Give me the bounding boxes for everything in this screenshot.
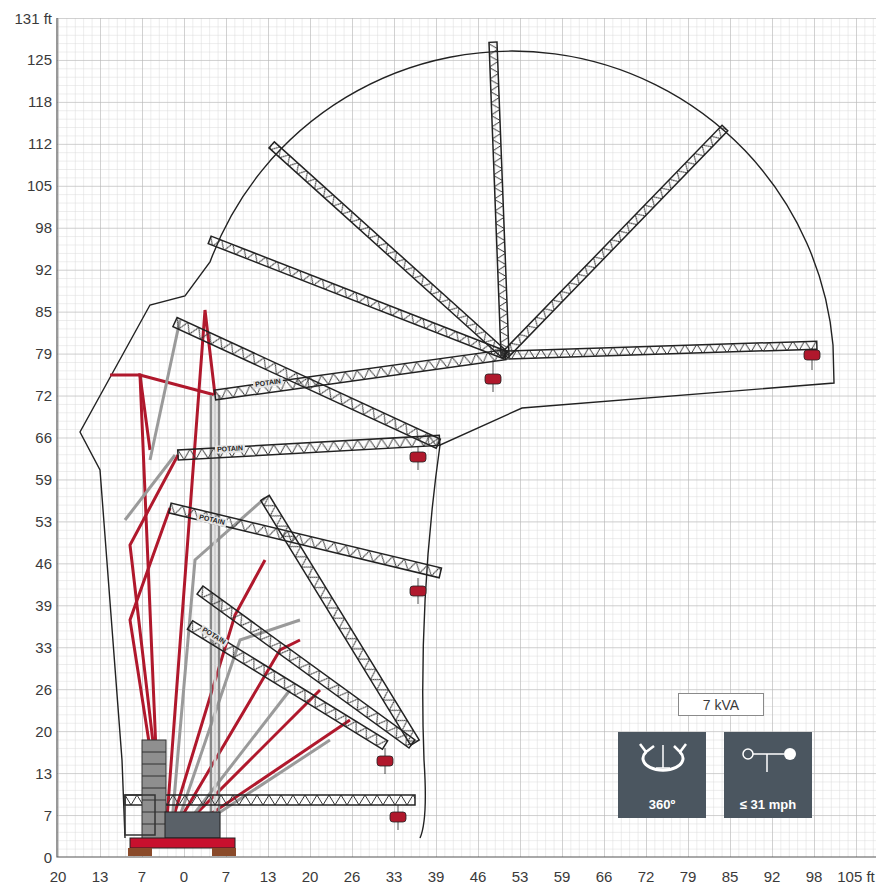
axis-label: 20 [35, 724, 52, 739]
axis-label: 98 [35, 220, 52, 235]
axis-label: 26 [344, 869, 361, 884]
axis-label: 46 [35, 556, 52, 571]
axis-label: 7 [222, 869, 230, 884]
power-box: 7 kVA [678, 693, 764, 716]
axis-label: 105 ft [837, 869, 875, 884]
axis-label: 131 ft [14, 11, 52, 26]
icon-panels [618, 732, 812, 818]
axis-label: 0 [44, 850, 52, 865]
axis-label: 112 [28, 136, 52, 151]
axis-label: 39 [428, 869, 445, 884]
grid-major [57, 18, 876, 857]
slewing-icon-box: 360º [618, 732, 706, 818]
axis-label: 85 [722, 869, 739, 884]
axis-label: 7 [44, 808, 52, 823]
axis-label: 92 [764, 869, 781, 884]
axis-label: 20 [302, 869, 319, 884]
axis-label: 13 [92, 869, 109, 884]
crane-base [125, 740, 236, 856]
axis-label: 72 [638, 869, 655, 884]
wind-icon-box: ≤ 31 mph [724, 732, 812, 818]
axis-label: 105 [27, 178, 52, 193]
grid-minor [57, 18, 876, 857]
axis-label: 92 [35, 262, 52, 277]
axis-label: 98 [806, 869, 823, 884]
hook-blocks [377, 348, 820, 830]
axis-label: 118 [28, 94, 52, 109]
axis-label: 39 [35, 598, 52, 613]
axis-label: 85 [35, 304, 52, 319]
axis-label: 33 [35, 640, 52, 655]
node-text: ≤ 31 mph [740, 797, 796, 812]
axis-label: 59 [554, 869, 571, 884]
working-envelope [80, 51, 834, 838]
axis-label: 53 [35, 514, 52, 529]
jib-lattice [125, 42, 817, 805]
axis-label: 53 [512, 869, 529, 884]
axis-label: 79 [680, 869, 697, 884]
axis-label: 13 [35, 766, 52, 781]
axis-label: 7 [138, 869, 146, 884]
axis-label: 125 [27, 52, 52, 67]
axis-label: 66 [35, 430, 52, 445]
node-text: 360º [649, 797, 675, 812]
axis-label: 26 [35, 682, 52, 697]
tower-mast [211, 395, 219, 845]
axis-label: 46 [470, 869, 487, 884]
node-text: 7 kVA [703, 697, 739, 713]
axis-label: 79 [35, 346, 52, 361]
axis-label: 20 [50, 869, 67, 884]
axis-label: 0 [180, 869, 188, 884]
axis-label: 66 [596, 869, 613, 884]
axis-label: 72 [35, 388, 52, 403]
axis-label: 13 [260, 869, 277, 884]
axis-label: 33 [386, 869, 403, 884]
axes [57, 18, 876, 857]
axis-label: 59 [35, 472, 52, 487]
